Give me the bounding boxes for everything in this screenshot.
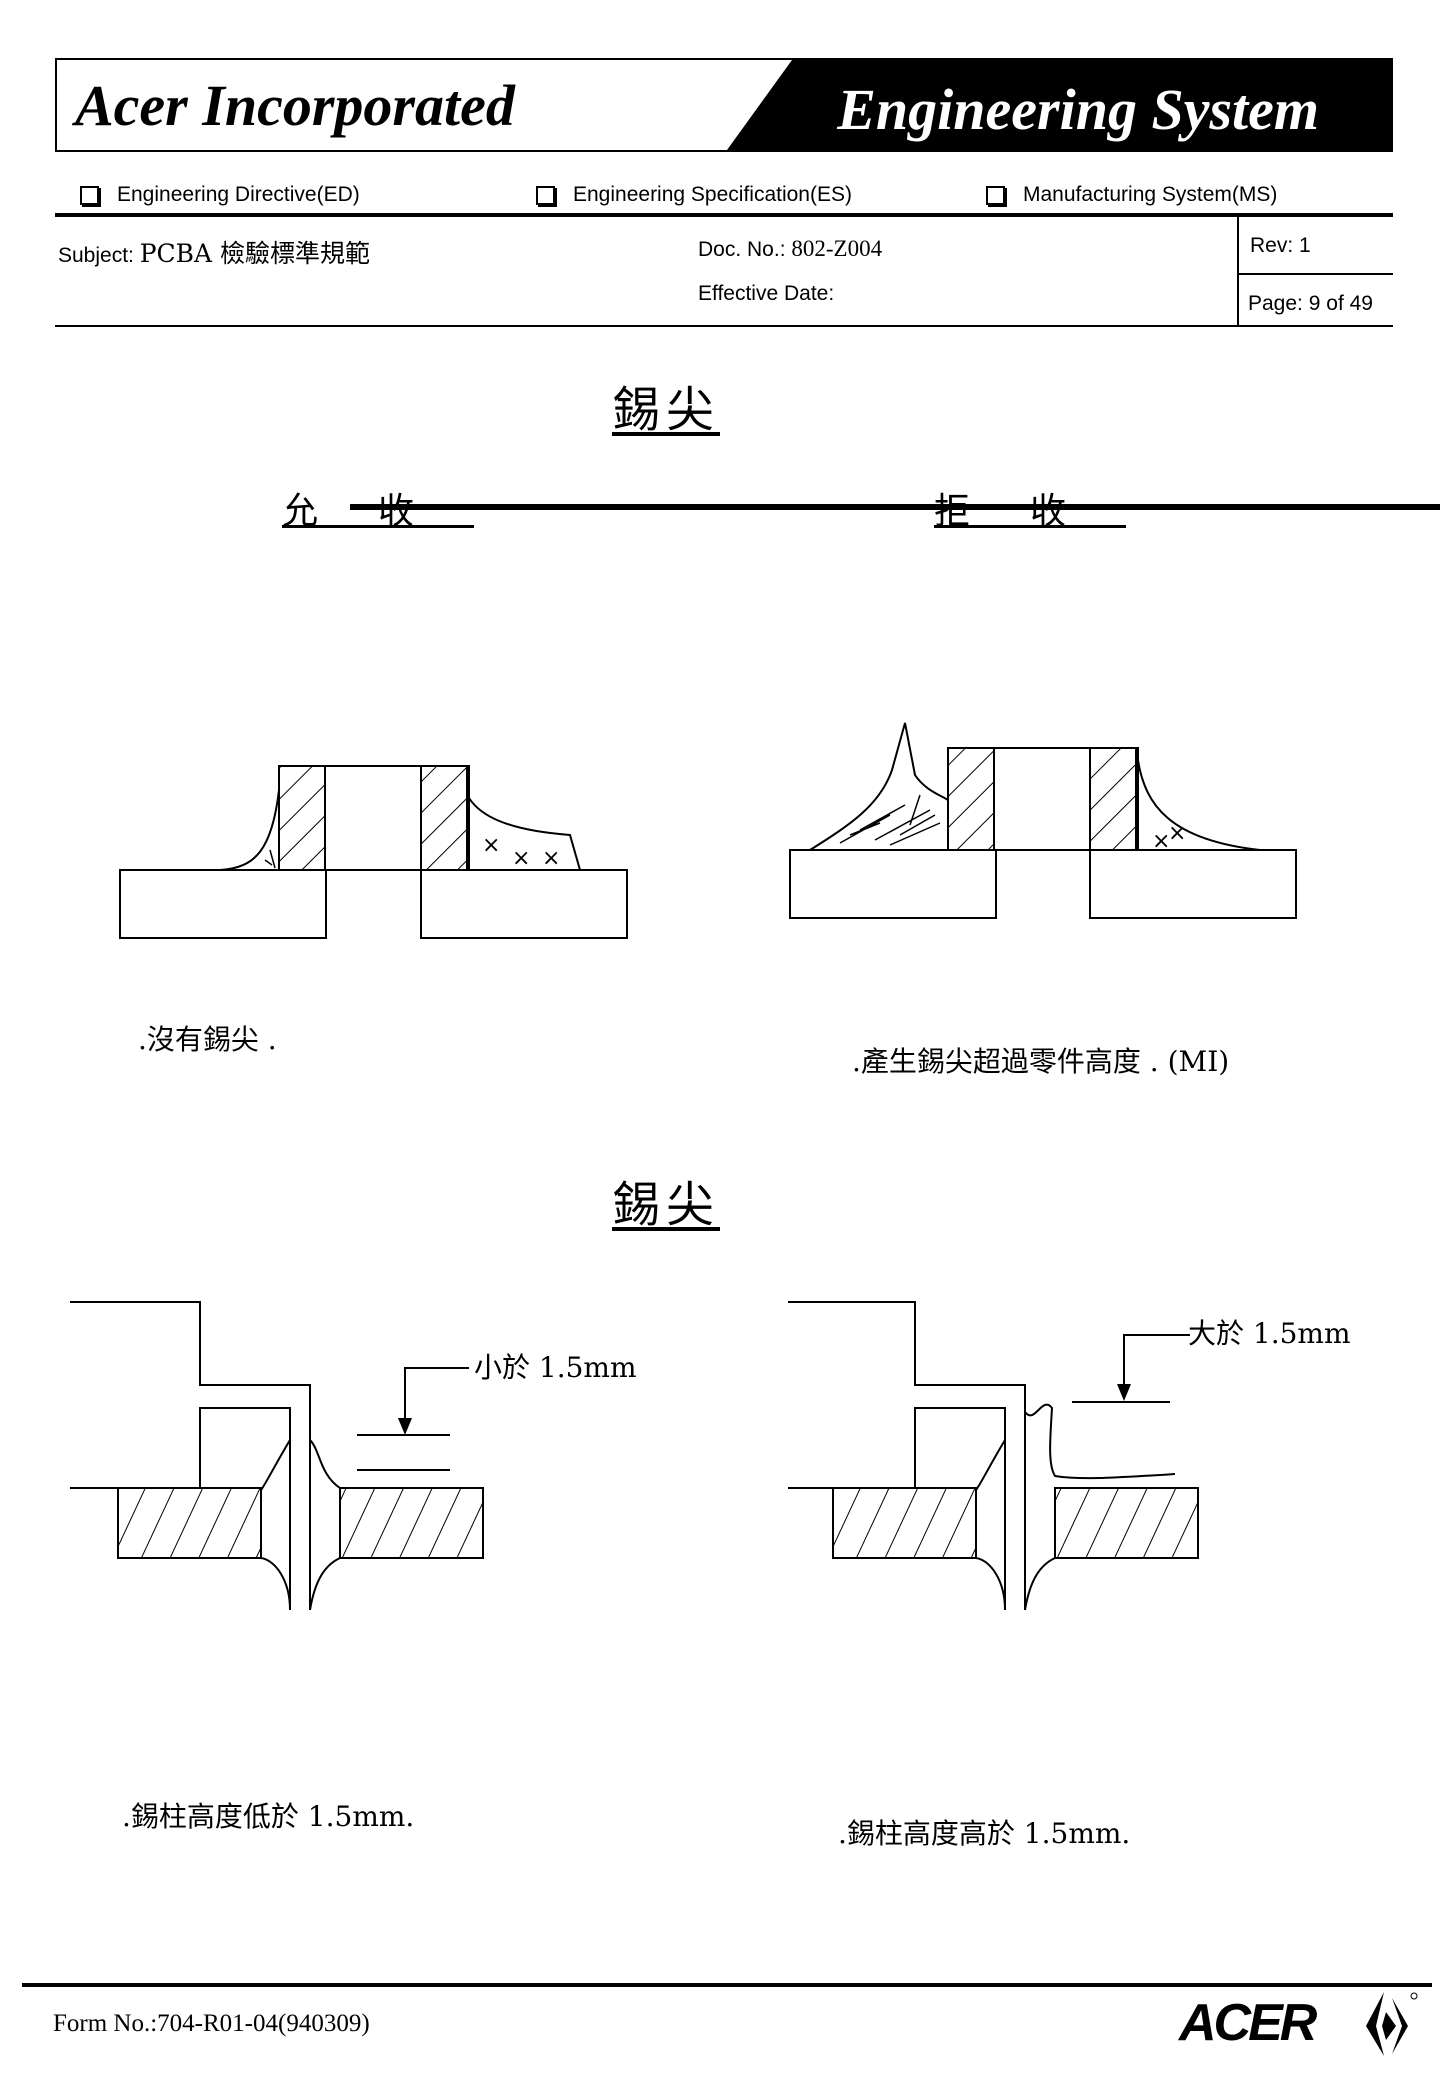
checkbox-icon [986,185,1005,205]
doc-type-label: Engineering Directive(ED) [117,183,360,206]
system-name: Engineering System [837,77,1319,142]
meta-divider-v [1237,215,1239,325]
subject: Subject: PCBA 檢驗標準規範 [58,234,370,270]
section2-title: 錫尖 [612,1177,721,1233]
doc-no-value: 802-Z004 [791,236,883,261]
rev-value: 1 [1299,234,1311,257]
solder-height-high-diagram [788,1301,1199,1611]
accept-diagram: × × × [119,765,628,939]
strike-line [350,504,1440,510]
reject-caption: .產生錫尖超過零件高度 . (MI) [852,1045,1230,1078]
page-value: 9 [1308,292,1321,315]
solder-height-low-diagram [70,1301,484,1611]
checkbox-icon [536,185,555,205]
divider [55,325,1393,327]
effective-date: Effective Date: [698,282,835,305]
page-label: Page: [1248,292,1303,315]
page-total: of 49 [1326,292,1373,315]
acer-diamond-logo-icon [1366,1992,1418,2056]
form-number: Form No.:704-R01-04(940309) [53,2010,370,2037]
low-caption: .錫柱高度低於 1.5mm. [122,1800,415,1833]
subject-value: PCBA 檢驗標準規範 [139,239,371,268]
svg-text:×: × [512,846,530,871]
checkbox-icon [80,185,99,205]
subject-label: Subject: [58,244,134,267]
doc-type-label: Engineering Specification(ES) [573,183,852,206]
accept-label: 允收 [282,491,475,532]
footer-divider [22,1983,1432,1987]
doc-no-label: Doc. No.: [698,238,786,261]
svg-text:×: × [1168,821,1186,846]
doc-type-es: Engineering Specification(ES) [536,183,852,207]
doc-no: Doc. No.: 802-Z004 [698,236,882,262]
right-dimension-label: 大於 1.5mm [1188,1317,1351,1350]
high-caption: .錫柱高度高於 1.5mm. [838,1817,1131,1850]
svg-text:×: × [542,846,560,871]
company-name: Acer Incorporated [75,73,515,138]
doc-type-ed: Engineering Directive(ED) [80,183,360,207]
acer-logo-text: ACER [1177,1994,1318,2052]
left-dimension-label: 小於 1.5mm [474,1351,637,1384]
svg-text:×: × [1152,829,1170,854]
acer-logo: ACER [1177,1994,1321,2052]
section1-title: 錫尖 [612,382,721,438]
accept-caption: .沒有錫尖 . [138,1023,277,1056]
reject-diagram: × × [789,722,1297,919]
divider [55,213,1393,217]
svg-text:×: × [482,833,500,858]
rev: Rev: 1 [1250,234,1311,258]
reject-label: 拒收 [934,491,1127,532]
banner-black-shape [727,60,1391,150]
doc-type-ms: Manufacturing System(MS) [986,183,1277,207]
meta-divider-h [1237,273,1393,275]
page-number: Page: 9 of 49 [1248,292,1373,316]
header-banner: Acer Incorporated Engineering System [55,58,1393,152]
rev-label: Rev: [1250,234,1294,257]
doc-type-label: Manufacturing System(MS) [1023,183,1278,206]
